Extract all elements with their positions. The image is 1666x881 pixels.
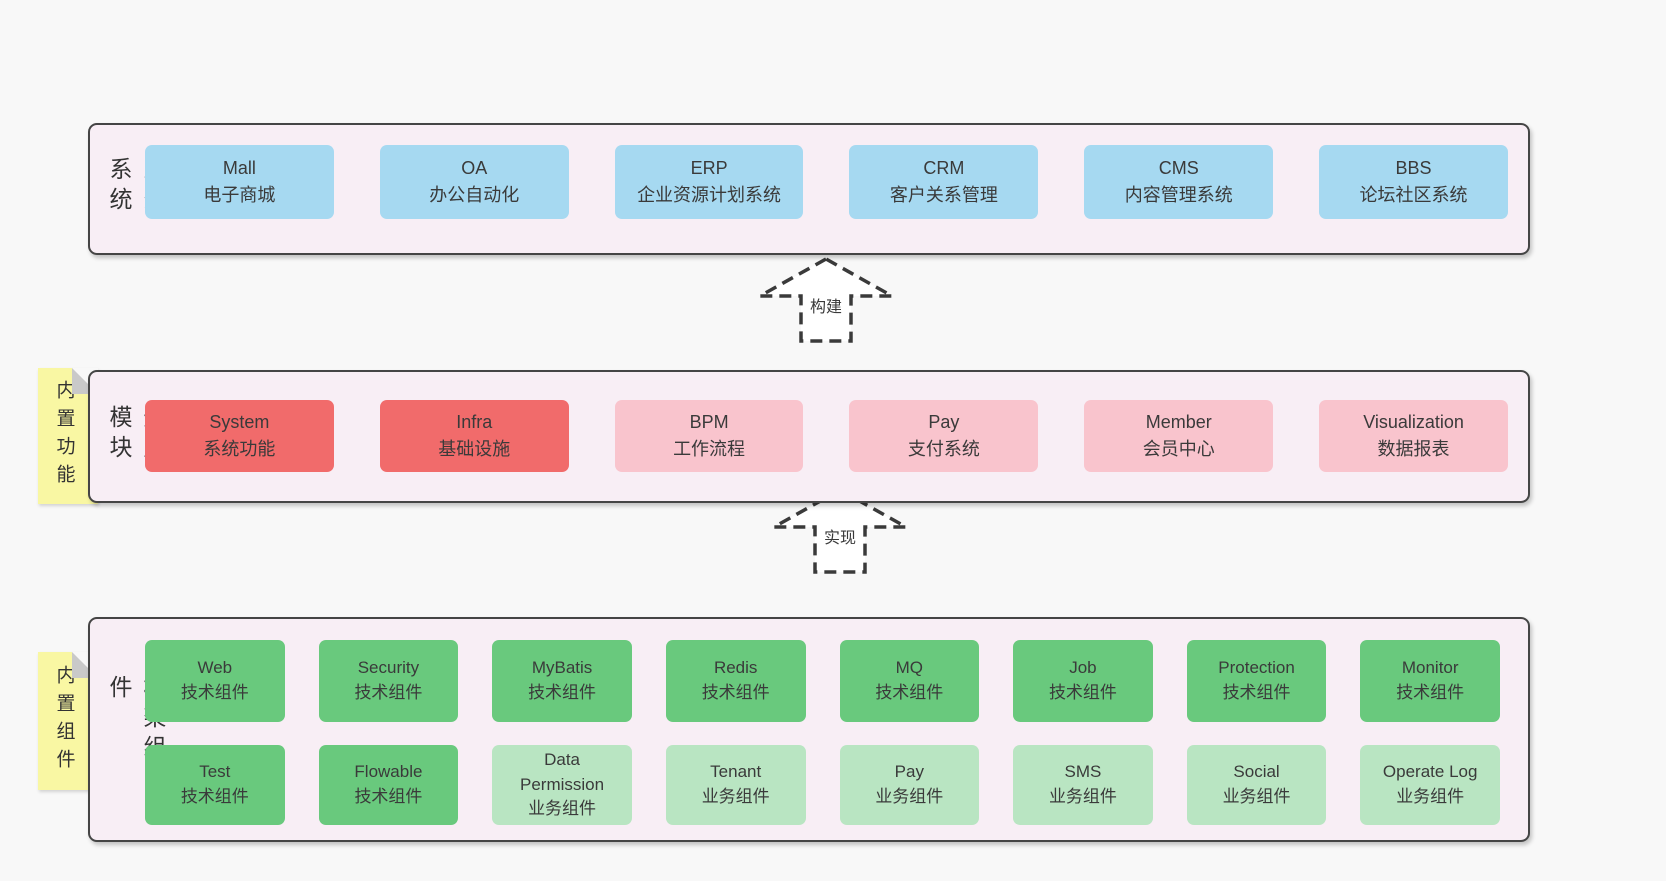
box-title: Pay [894, 762, 924, 782]
box-title: Test [199, 762, 231, 782]
box-infra: Infra 基础设施 [379, 400, 569, 472]
box-security: Security 技术组件 [318, 640, 459, 722]
box-title: Tenant [710, 762, 762, 782]
box-subtitle: 技术组件 [1396, 683, 1465, 702]
box-tenant: Tenant 业务组件 [665, 745, 806, 825]
box-job: Job 技术组件 [1013, 640, 1153, 722]
box-title: Redis [713, 658, 758, 678]
box-protection: Protection 技术组件 [1186, 640, 1327, 722]
panel-business-systems: 业务系统 Mall 电子商城 OA 办公自动化 ERP 企业资源计划系统 CRM… [88, 123, 1530, 255]
box-visualization: Visualization 数据报表 [1319, 400, 1508, 472]
box-subtitle: 技术组件 [875, 683, 944, 702]
box-subtitle: 系统功能 [203, 439, 276, 459]
box-title: Security [357, 658, 420, 678]
box-pay-component: Pay 业务组件 [839, 745, 980, 825]
box-title: Flowable [354, 762, 423, 782]
box-mybatis: MyBatis 技术组件 [492, 640, 632, 722]
box-title: Job [1069, 658, 1097, 678]
box-title: BPM [689, 412, 729, 432]
box-subtitle: 基础设施 [438, 439, 511, 459]
box-title: Protection [1218, 658, 1295, 678]
box-title: BBS [1395, 158, 1432, 178]
box-subtitle: 论坛社区系统 [1359, 185, 1468, 205]
box-subtitle: 技术组件 [1222, 683, 1291, 702]
box-title: OA [461, 158, 488, 178]
modules-box-row: System 系统功能 Infra 基础设施 BPM 工作流程 Pay 支付系统… [145, 400, 1508, 472]
box-title: Pay [928, 412, 960, 432]
box-subtitle: 技术组件 [701, 683, 770, 702]
box-subtitle: 技术组件 [180, 787, 249, 806]
box-title: MQ [895, 658, 923, 678]
box-member: Member 会员中心 [1084, 400, 1274, 472]
box-subtitle: 业务组件 [875, 787, 944, 806]
framework-box-row-1: Web 技术组件 Security 技术组件 MyBatis 技术组件 Redi… [145, 640, 1500, 722]
panel-common-modules: 通用模块 System 系统功能 Infra 基础设施 BPM 工作流程 Pay… [88, 370, 1530, 503]
box-cms: CMS 内容管理系统 [1084, 145, 1274, 219]
box-flowable: Flowable 技术组件 [318, 745, 459, 825]
box-subtitle: 会员中心 [1142, 439, 1215, 459]
box-subtitle: 业务组件 [701, 787, 770, 806]
box-title: Member [1145, 412, 1212, 432]
box-subtitle: 电子商城 [203, 185, 276, 205]
box-crm: CRM 客户关系管理 [849, 145, 1039, 219]
box-data-permission: Data Permission 业务组件 [492, 745, 632, 825]
box-title: CMS [1158, 158, 1199, 178]
box-subtitle: 技术组件 [528, 683, 597, 702]
box-web: Web 技术组件 [145, 640, 285, 722]
box-title: Data Permission [520, 750, 605, 794]
box-subtitle: 办公自动化 [429, 185, 520, 205]
box-subtitle: 技术组件 [354, 683, 423, 702]
box-mq: MQ 技术组件 [839, 640, 980, 722]
box-system: System 系统功能 [145, 400, 334, 472]
build-arrow-label: 构建 [806, 293, 846, 317]
box-bbs: BBS 论坛社区系统 [1319, 145, 1508, 219]
box-title: System [209, 412, 270, 432]
box-title: CRM [923, 158, 965, 178]
box-title: ERP [690, 158, 728, 178]
box-title: Operate Log [1382, 762, 1478, 782]
box-title: Monitor [1401, 658, 1459, 678]
box-title: Infra [456, 412, 493, 432]
implement-arrow-label: 实现 [820, 524, 860, 548]
panel-framework-components: 框架组件 Web 技术组件 Security 技术组件 MyBatis 技术组件… [88, 617, 1530, 842]
box-subtitle: 客户关系管理 [889, 185, 998, 205]
box-subtitle: 内容管理系统 [1124, 185, 1233, 205]
box-subtitle: 企业资源计划系统 [637, 185, 782, 205]
box-subtitle: 技术组件 [354, 787, 423, 806]
box-title: Social [1233, 762, 1280, 782]
box-mall: Mall 电子商城 [145, 145, 334, 219]
box-title: Mall [222, 158, 256, 178]
box-redis: Redis 技术组件 [665, 640, 806, 722]
box-subtitle: 工作流程 [673, 439, 746, 459]
box-subtitle: 支付系统 [907, 439, 980, 459]
box-subtitle: 技术组件 [180, 683, 249, 702]
box-subtitle: 业务组件 [528, 799, 597, 819]
box-operate-log: Operate Log 业务组件 [1360, 745, 1500, 825]
box-title: Visualization [1363, 412, 1464, 432]
box-subtitle: 技术组件 [1048, 683, 1117, 702]
box-subtitle: 业务组件 [1396, 787, 1465, 806]
box-subtitle: 业务组件 [1048, 787, 1117, 806]
sticky-label: 内置功能 [53, 380, 75, 492]
box-erp: ERP 企业资源计划系统 [614, 145, 804, 219]
box-title: Web [197, 658, 233, 678]
box-oa: OA 办公自动化 [379, 145, 569, 219]
implement-up-arrow-icon: 实现 [770, 487, 910, 575]
box-test: Test 技术组件 [145, 745, 285, 825]
business-box-row: Mall 电子商城 OA 办公自动化 ERP 企业资源计划系统 CRM 客户关系… [145, 145, 1508, 219]
box-monitor: Monitor 技术组件 [1360, 640, 1500, 722]
build-up-arrow-icon: 构建 [756, 256, 896, 344]
box-sms: SMS 业务组件 [1013, 745, 1153, 825]
box-title: SMS [1064, 762, 1102, 782]
box-bpm: BPM 工作流程 [614, 400, 804, 472]
box-title: MyBatis [531, 658, 593, 678]
box-subtitle: 业务组件 [1222, 787, 1291, 806]
framework-box-row-2: Test 技术组件 Flowable 技术组件 Data Permission … [145, 745, 1500, 825]
sticky-label: 内置组件 [53, 665, 75, 777]
box-subtitle: 数据报表 [1377, 439, 1450, 459]
box-social: Social 业务组件 [1186, 745, 1327, 825]
box-pay-module: Pay 支付系统 [849, 400, 1039, 472]
